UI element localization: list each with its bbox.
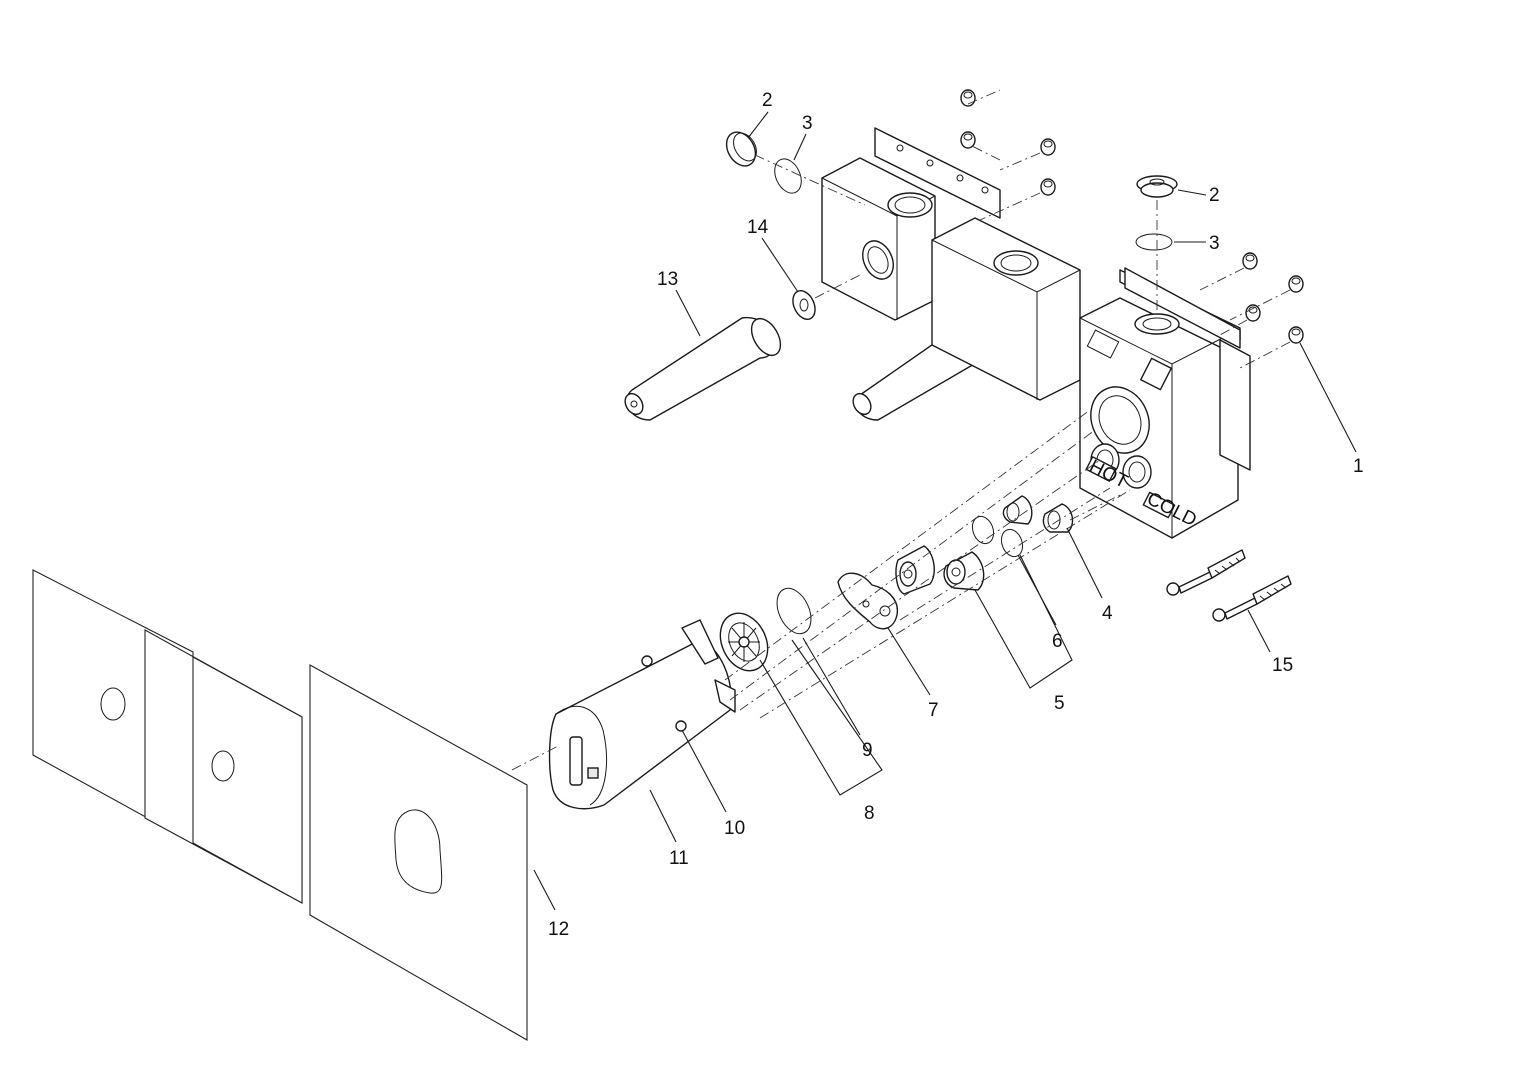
check-valve-right [943,551,985,591]
callouts: 1 2 2 3 3 4 5 6 7 8 9 10 11 12 13 14 15 [548,90,1364,940]
callout-5: 5 [1054,693,1065,714]
callout-3-right: 3 [1209,233,1220,254]
callout-8: 8 [864,803,875,824]
callout-2-right: 2 [1209,185,1220,206]
valve-insert-lower [1042,503,1074,533]
mounting-bolts [960,89,1304,344]
plug-2-left [725,131,757,167]
callout-11: 11 [669,848,689,869]
valve-insert-upper [1002,495,1033,525]
valve-body: HOT COLD [821,127,1251,539]
plug-2-right [1136,175,1178,198]
cartridge-disc [719,612,769,672]
callout-2-left: 2 [762,90,773,111]
thermostat-housing [548,619,736,810]
screw-anchor-upper [1166,549,1246,596]
spindle-extension-front [624,316,782,421]
cover-plate-front [309,664,528,1041]
callout-14: 14 [747,217,769,238]
callout-6: 6 [1052,631,1063,652]
callout-12: 12 [548,919,569,940]
callout-4: 4 [1102,603,1113,624]
wall-plate-middle [144,629,303,904]
washer-14 [792,290,816,320]
callout-15: 15 [1272,655,1293,676]
callout-1: 1 [1353,456,1364,477]
callout-10: 10 [724,818,745,839]
callout-3-left: 3 [802,113,813,134]
callout-13: 13 [657,269,678,290]
callout-9: 9 [862,740,873,761]
o-ring-3-left [774,158,802,194]
o-ring-6b [1000,528,1024,558]
o-ring-3-right [1135,233,1173,251]
callout-7: 7 [928,700,939,721]
o-ring-9 [776,587,812,635]
assembly-lines [511,89,1291,771]
bracket-7 [837,572,899,630]
screw-anchor-lower [1212,575,1292,622]
leader-lines [533,111,1357,911]
